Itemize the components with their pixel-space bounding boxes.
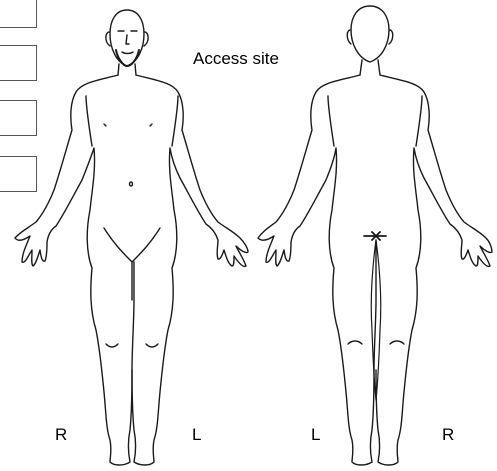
back-inner-arm-left [328, 96, 334, 146]
front-right-side-label: R [55, 425, 67, 445]
front-left-side-label: L [192, 425, 201, 445]
back-right-side-label: R [442, 425, 454, 445]
back-outline-left [258, 75, 376, 465]
back-left-side-label: L [311, 425, 320, 445]
back-outline-right [376, 75, 492, 465]
back-inner-arm-right [416, 96, 422, 146]
back-buttock-mark [364, 232, 386, 240]
back-head [351, 6, 389, 62]
back-knee-left [348, 341, 362, 344]
back-knee-right [390, 341, 404, 344]
